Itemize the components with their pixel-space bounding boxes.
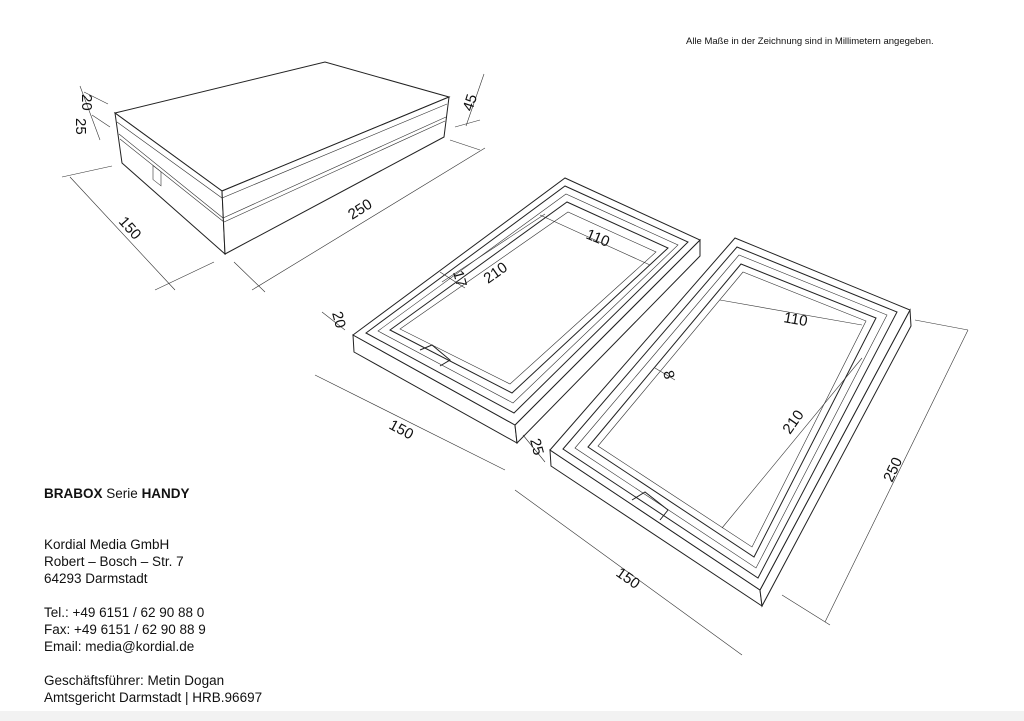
lid-tray	[352, 177, 701, 445]
product-title: BRABOX Serie HANDY	[44, 485, 262, 502]
units-note: Alle Maße in der Zeichnung sind in Milli…	[686, 36, 934, 47]
company-street: Robert – Bosch – Str. 7	[44, 554, 184, 569]
brand: BRABOX	[44, 486, 103, 501]
company-register: Amtsgericht Darmstadt | HRB.96697	[44, 690, 263, 705]
base-tray	[549, 237, 912, 608]
model: HANDY	[141, 486, 190, 501]
company-name: Kordial Media GmbH	[44, 537, 170, 552]
company-tel: Tel.: +49 6151 / 62 90 88 0	[44, 605, 205, 620]
company-info: BRABOX Serie HANDY Kordial Media GmbH Ro…	[44, 485, 262, 706]
dim-lid-height: 20	[78, 94, 95, 111]
dim-lid-rim: 20	[328, 310, 349, 331]
dim-length: 250	[345, 196, 375, 224]
dim-lid-height: 25	[526, 437, 547, 458]
dim-lid-width: 150	[386, 417, 416, 444]
dim-base-inner-width: 110	[782, 309, 809, 330]
page-bottom-edge	[0, 711, 1024, 721]
dim-width: 150	[115, 213, 144, 243]
closed-box	[113, 61, 451, 256]
dim-lid-wall: 17	[449, 269, 470, 290]
company-city: 64293 Darmstadt	[44, 571, 148, 586]
dim-total-height: 45	[460, 92, 481, 113]
company-email[interactable]: Email: media@kordial.de	[44, 639, 195, 654]
company-fax: Fax: +49 6151 / 62 90 88 9	[44, 622, 206, 637]
dim-base-width: 150	[613, 564, 643, 592]
series-label: Serie	[106, 486, 138, 501]
dim-base-length: 250	[880, 455, 906, 485]
company-ceo: Geschäftsführer: Metin Dogan	[44, 673, 225, 688]
dim-base-height: 25	[72, 118, 89, 135]
